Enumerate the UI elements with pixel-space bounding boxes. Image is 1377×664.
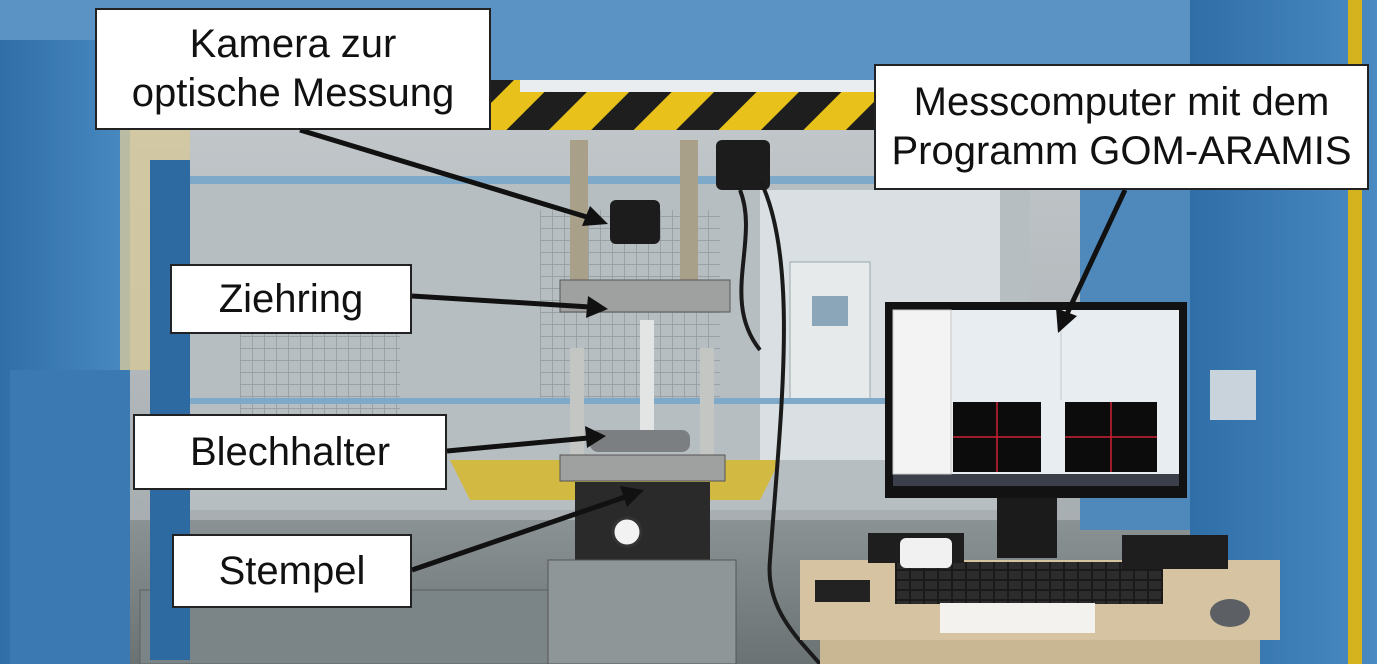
arrowhead-ziehring bbox=[586, 296, 608, 318]
paper bbox=[940, 603, 1095, 633]
label-ziehring-text: Ziehring bbox=[218, 276, 364, 321]
arrow-camera bbox=[299, 127, 591, 221]
label-blechhalter: Blechhalter bbox=[133, 414, 447, 490]
keyboard bbox=[895, 562, 1163, 604]
camera-device bbox=[610, 140, 822, 664]
left-frame-base bbox=[10, 370, 130, 664]
label-blechhalter-text: Blechhalter bbox=[189, 429, 391, 474]
ceiling-light bbox=[520, 80, 880, 92]
control-cabinet bbox=[789, 261, 871, 403]
arrowhead-stempel bbox=[620, 486, 644, 507]
arrow-blechhalter bbox=[446, 435, 589, 454]
railing-top bbox=[170, 176, 1070, 184]
arrow-stempel bbox=[411, 493, 629, 573]
cup bbox=[900, 538, 952, 568]
label-ziehring: Ziehring bbox=[170, 264, 412, 334]
arrowhead-computer bbox=[1056, 308, 1077, 333]
phone bbox=[815, 580, 870, 602]
label-computer: Messcomputer mit dem Programm GOM-ARAMIS bbox=[874, 64, 1369, 190]
label-computer-line1: Messcomputer mit dem bbox=[913, 80, 1330, 125]
press-machine bbox=[547, 140, 737, 664]
label-stempel: Stempel bbox=[172, 534, 412, 608]
monitor-stand bbox=[997, 498, 1057, 558]
control-screen bbox=[812, 296, 848, 326]
app-sidebar bbox=[892, 309, 952, 475]
arrowhead-camera bbox=[582, 206, 608, 226]
small-pc bbox=[1122, 535, 1228, 569]
arrow-ziehring bbox=[411, 293, 591, 310]
label-camera: Kamera zur optische Messung bbox=[95, 8, 491, 130]
railing-mid bbox=[180, 398, 1040, 404]
label-computer-line2: Programm GOM-ARAMIS bbox=[891, 129, 1352, 173]
workstation bbox=[800, 302, 1280, 664]
desk-front bbox=[820, 640, 1260, 664]
arrowhead-blechhalter bbox=[585, 426, 606, 448]
mouse bbox=[1210, 599, 1250, 627]
annotation-arrows bbox=[299, 127, 1128, 573]
label-camera-line2: optische Messung bbox=[131, 71, 455, 115]
label-stempel-text: Stempel bbox=[218, 548, 366, 593]
taskbar bbox=[893, 474, 1179, 486]
arrow-computer bbox=[1063, 188, 1128, 318]
label-camera-line1: Kamera zur bbox=[189, 22, 397, 67]
right-switch-box bbox=[1210, 370, 1256, 420]
